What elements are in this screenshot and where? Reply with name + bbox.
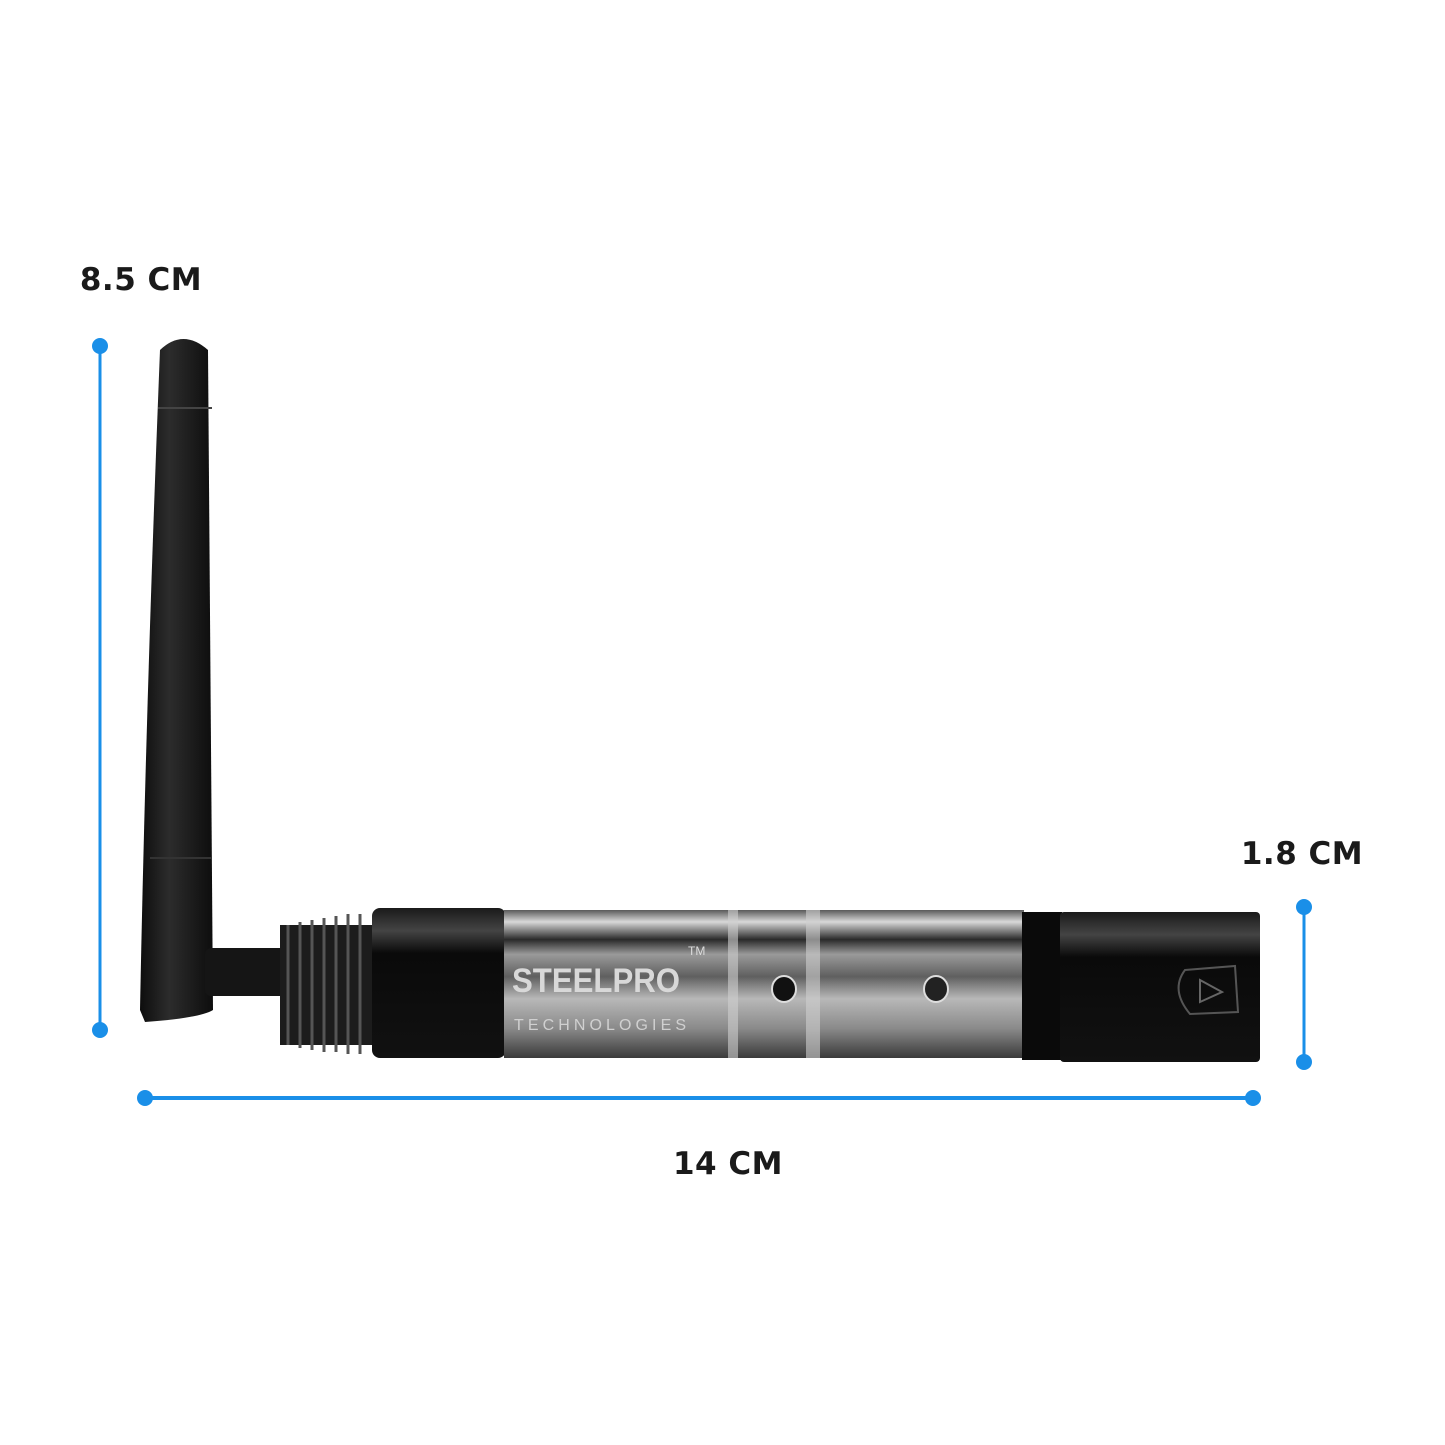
threaded-section: [280, 914, 375, 1054]
brand-logo: STEELPRO: [512, 962, 680, 1000]
connector-collar: [372, 908, 506, 1058]
vent-hole: [771, 975, 797, 1003]
length-label: 14 CM: [672, 1146, 784, 1182]
diameter-dimension-line: [1296, 899, 1312, 1070]
vent-hole: [923, 975, 949, 1003]
antenna: [140, 339, 213, 1022]
height-label: 8.5 CM: [79, 262, 203, 298]
steel-body: STEELPRO TM TECHNOLOGIES: [504, 910, 1024, 1058]
xlr-end-cap: [1022, 912, 1260, 1062]
height-dimension-line: [92, 338, 108, 1038]
antenna-hinge: [205, 948, 290, 996]
trademark: TM: [688, 944, 705, 958]
diameter-label: 1.8 CM: [1240, 836, 1364, 872]
length-dimension-line: [137, 1090, 1261, 1106]
